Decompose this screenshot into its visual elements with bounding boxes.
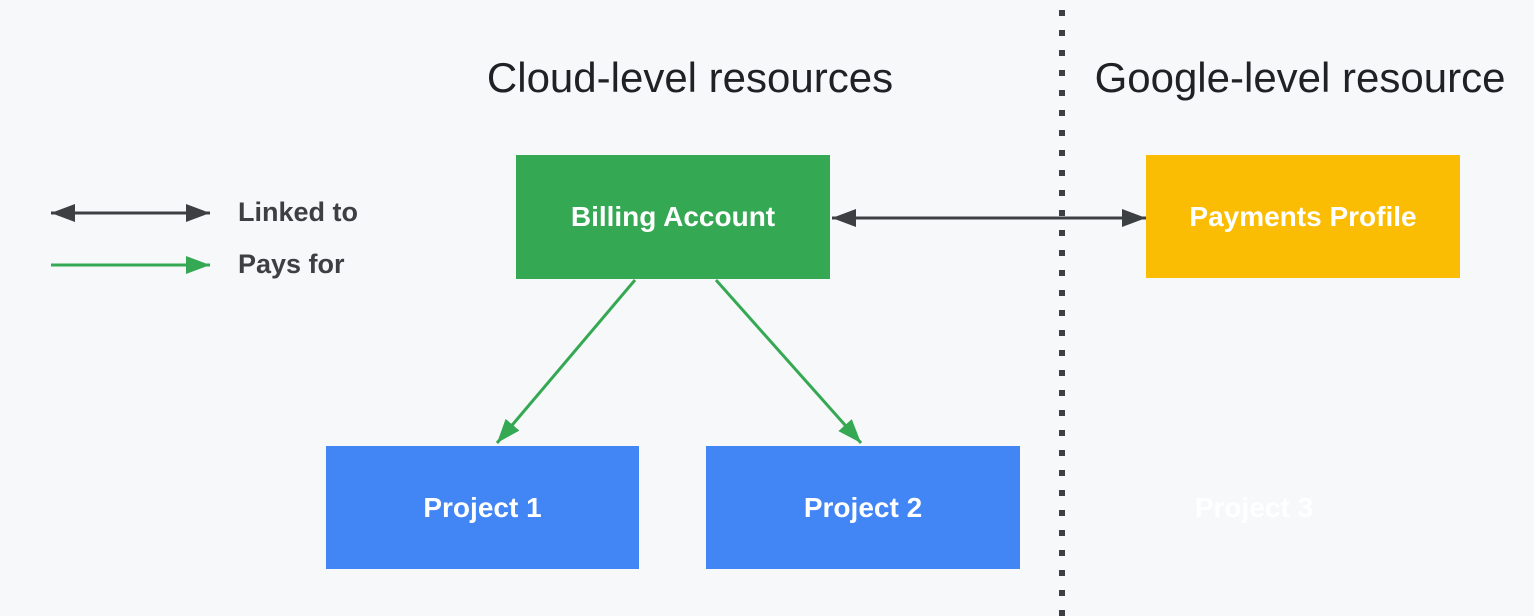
payments-profile-label: Payments Profile (1189, 200, 1417, 232)
billing-account-label: Billing Account (570, 201, 776, 232)
pays-for-arrow-billing-project2 (714, 279, 863, 444)
cloud-level-section-title: Cloud-level resources (486, 54, 894, 101)
billing-account-node: Billing Account (516, 155, 830, 279)
project-3-ghost-node: Project 3 (1097, 446, 1411, 569)
project-1-node: Project 1 (326, 446, 639, 569)
project-3-label: Project 3 (1194, 491, 1314, 523)
project-2-label: Project 2 (803, 491, 923, 523)
project-1-label: Project 1 (423, 491, 542, 523)
legend-label-linked-to: Linked to (238, 197, 358, 227)
legend-item-pays-for: Pays for (48, 249, 345, 280)
legend-label-pays-for: Pays for (238, 249, 345, 279)
google-level-section-title: Google-level resource (1094, 54, 1506, 101)
single-headed-arrow-icon (51, 255, 210, 274)
project-2-node: Project 2 (706, 446, 1020, 569)
payments-profile-node: Payments Profile (1146, 155, 1460, 278)
pays-for-arrow-billing-project1 (495, 279, 637, 444)
legend-item-linked-to: Linked to (48, 197, 358, 228)
double-headed-arrow-icon (51, 203, 210, 222)
